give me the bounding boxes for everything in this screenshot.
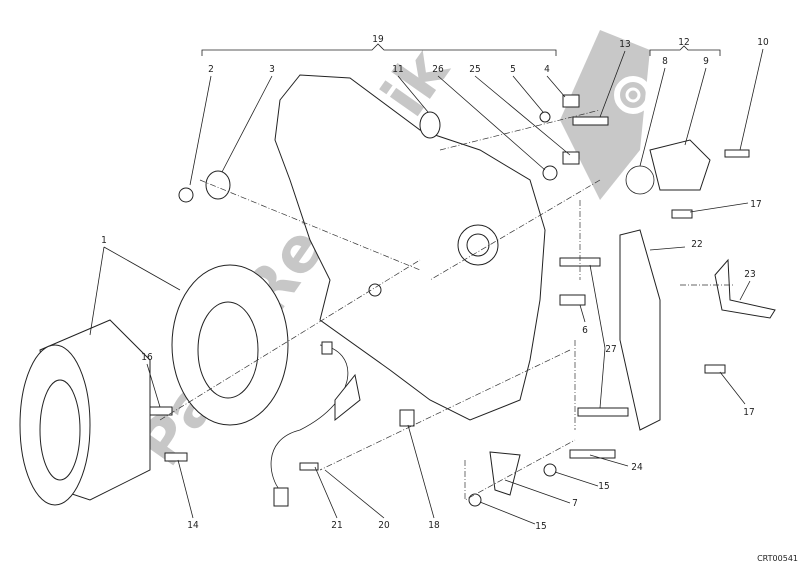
gear-icon [614,76,652,114]
label-16: 16 [141,352,153,363]
label-17-top: 17 [750,199,761,210]
label-15-upper: 15 [598,481,609,492]
label-1: 1 [101,235,107,246]
label-22: 22 [691,239,702,250]
label-26: 26 [432,64,444,75]
label-8: 8 [662,56,668,67]
label-25: 25 [469,64,480,75]
leader-lines [89,48,764,525]
label-23: 23 [744,269,755,280]
label-5: 5 [510,64,516,75]
label-17-bottom: 17 [743,407,754,418]
label-12: 12 [678,37,689,48]
label-27: 27 [605,344,616,355]
bracket-12 [649,45,721,56]
watermark-flag-shape [560,30,650,200]
label-10: 10 [757,37,769,48]
label-21: 21 [331,520,342,531]
alternator-cover [274,74,546,421]
label-15-lower: 15 [535,521,546,532]
stator [171,264,349,507]
label-4: 4 [544,64,550,75]
label-13: 13 [619,39,630,50]
drawing-code: CRT00541 [757,554,798,563]
label-6: 6 [582,325,588,336]
label-14: 14 [187,520,199,531]
small-parts [149,94,776,507]
label-2: 2 [208,64,214,75]
label-24: 24 [631,462,643,473]
label-11: 11 [392,64,403,75]
label-3: 3 [269,64,275,75]
label-20: 20 [378,520,390,531]
alignment-lines [159,109,735,501]
part-labels: 19 2 3 11 26 25 5 4 13 12 8 9 10 17 22 2… [101,34,769,532]
flywheel [19,319,151,506]
bracket-19 [201,43,557,56]
label-19: 19 [372,34,384,45]
label-7: 7 [572,498,578,509]
label-18: 18 [428,520,440,531]
label-9: 9 [703,56,709,67]
